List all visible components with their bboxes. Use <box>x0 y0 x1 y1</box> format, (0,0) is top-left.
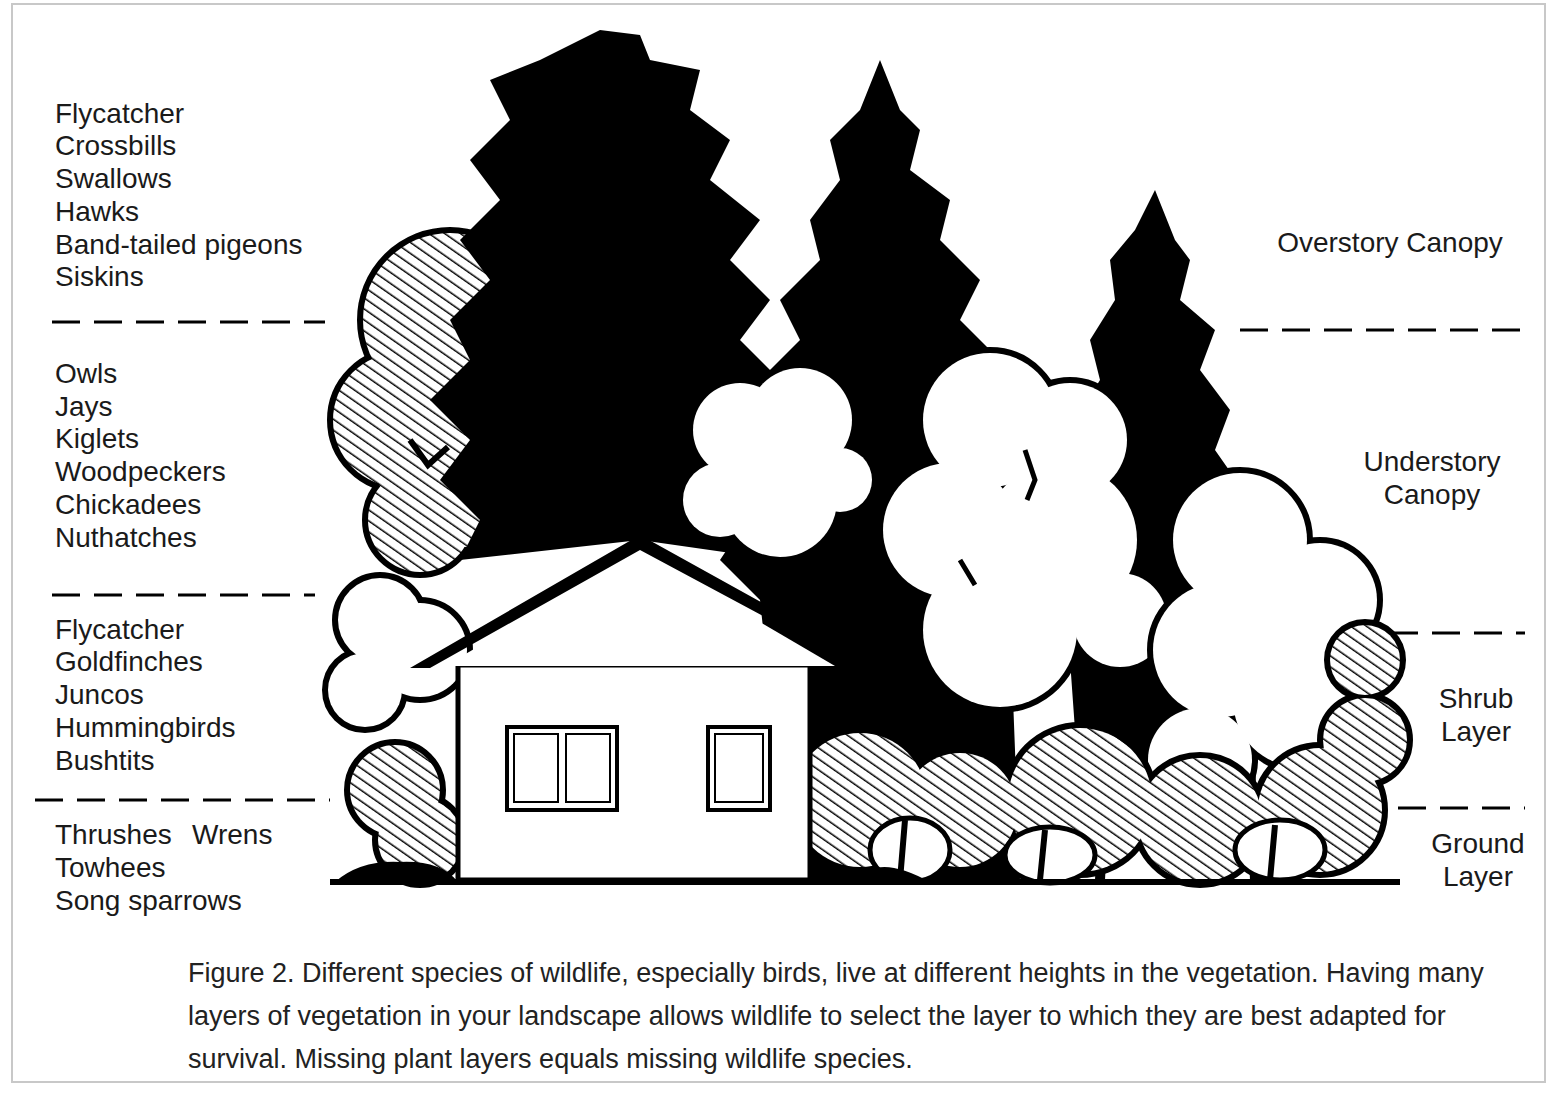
bird-name: Crossbills <box>55 129 176 162</box>
bird-name: Kiglets <box>55 422 139 455</box>
layer-name: Ground Layer <box>1413 827 1543 893</box>
figure-frame <box>12 4 1545 1082</box>
bird-name: Hawks <box>55 195 139 228</box>
bird-name: Thrushes <box>55 818 172 851</box>
bird-name: Towhees <box>55 851 166 884</box>
bird-name: Swallows <box>55 162 172 195</box>
bird-name: Flycatcher <box>55 613 184 646</box>
conifer-tree <box>430 30 790 560</box>
bird-name: Jays <box>55 390 113 423</box>
bird-name: Wrens <box>192 818 272 851</box>
bird-name: Goldfinches <box>55 645 203 678</box>
left-shrubs <box>325 575 470 885</box>
layer-divider <box>35 322 1525 808</box>
hatched-shrubs <box>790 622 1410 885</box>
deciduous-tree <box>680 365 875 560</box>
ground-mounds <box>335 862 930 882</box>
deciduous-tree <box>880 350 1170 880</box>
bird-name: Song sparrows <box>55 884 242 917</box>
bird-name: Woodpeckers <box>55 455 226 488</box>
layer-name: Understory Canopy <box>1337 445 1527 511</box>
layer-name: Overstory Canopy <box>1240 226 1540 259</box>
figure-caption: Figure 2. Different species of wildlife,… <box>188 952 1533 1081</box>
bird-name: Siskins <box>55 260 144 293</box>
bird-name: Chickadees <box>55 488 201 521</box>
bird-name: Flycatcher <box>55 97 184 130</box>
bird-name: Hummingbirds <box>55 711 236 744</box>
layer-name: Shrub Layer <box>1416 682 1536 748</box>
bird-name: Band-tailed pigeons <box>55 228 303 261</box>
bird-name: Juncos <box>55 678 144 711</box>
bird-name: Nuthatches <box>55 521 197 554</box>
bird-name: Owls <box>55 357 117 390</box>
bird-name: Bushtits <box>55 744 155 777</box>
house <box>410 535 880 880</box>
